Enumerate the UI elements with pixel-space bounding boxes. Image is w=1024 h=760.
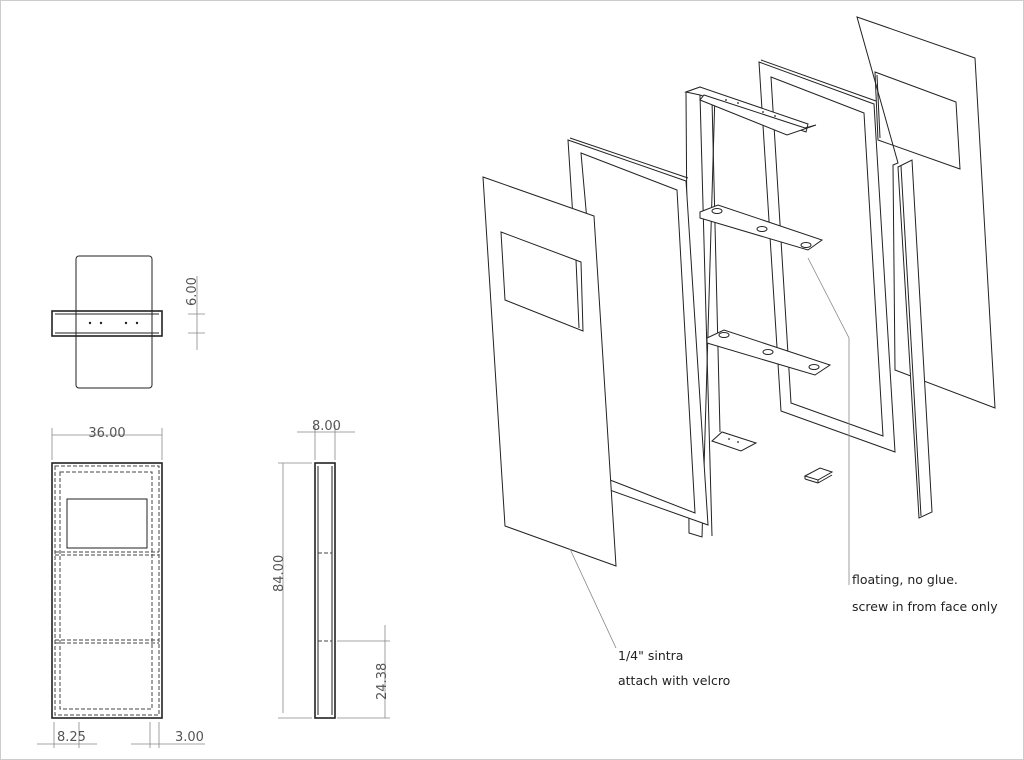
front-outline	[51, 462, 163, 719]
lower-bracket	[706, 329, 832, 376]
back-panel	[856, 16, 996, 409]
top-view-body	[75, 255, 153, 389]
dimension-label: 8.00	[312, 419, 341, 434]
dimension-label: 84.00	[272, 555, 287, 592]
dimension-label: 24.38	[375, 663, 390, 700]
side-view: 8.00 84.00 24.38	[272, 419, 390, 719]
note-text: 1/4" sintra	[618, 648, 683, 663]
screen-cutout	[500, 231, 584, 332]
dimension-label: 36.00	[88, 426, 125, 441]
top-rail	[699, 94, 817, 136]
dimension-label: 3.00	[175, 730, 204, 745]
dimension-left-inset: 8.25	[37, 722, 97, 748]
screen-window	[66, 498, 148, 549]
note-bracket: floating, no glue. screw in from face on…	[852, 572, 998, 614]
spacer-block	[803, 467, 834, 484]
side-outline	[314, 462, 336, 719]
foot-plate	[711, 431, 758, 452]
side-strip	[897, 159, 933, 519]
exploded-view	[482, 16, 996, 649]
top-view: 6.00	[51, 255, 205, 389]
dimension-top-depth: 6.00	[185, 276, 205, 350]
top-view-band	[51, 310, 163, 337]
dimension-label: 6.00	[185, 277, 200, 306]
upper-bracket	[699, 204, 824, 251]
screw-holes	[88, 321, 139, 325]
leader-bracket	[807, 257, 850, 585]
hidden-frame	[59, 471, 153, 710]
note-text: attach with velcro	[618, 673, 730, 688]
note-panel: 1/4" sintra attach with velcro	[618, 648, 730, 688]
dimension-bracket-height: 24.38	[337, 625, 390, 719]
dimension-width: 36.00	[51, 426, 163, 460]
dimension-label: 8.25	[57, 730, 86, 745]
note-text: floating, no glue.	[852, 572, 958, 587]
leader-panel	[569, 548, 617, 649]
note-text: screw in from face only	[852, 599, 998, 614]
dimension-height: 84.00	[272, 462, 312, 719]
dimension-depth: 8.00	[297, 419, 355, 460]
dimension-right-inset: 3.00	[131, 722, 205, 748]
front-view: 36.00 8.25 3.00	[37, 426, 205, 748]
front-panel	[482, 176, 617, 567]
